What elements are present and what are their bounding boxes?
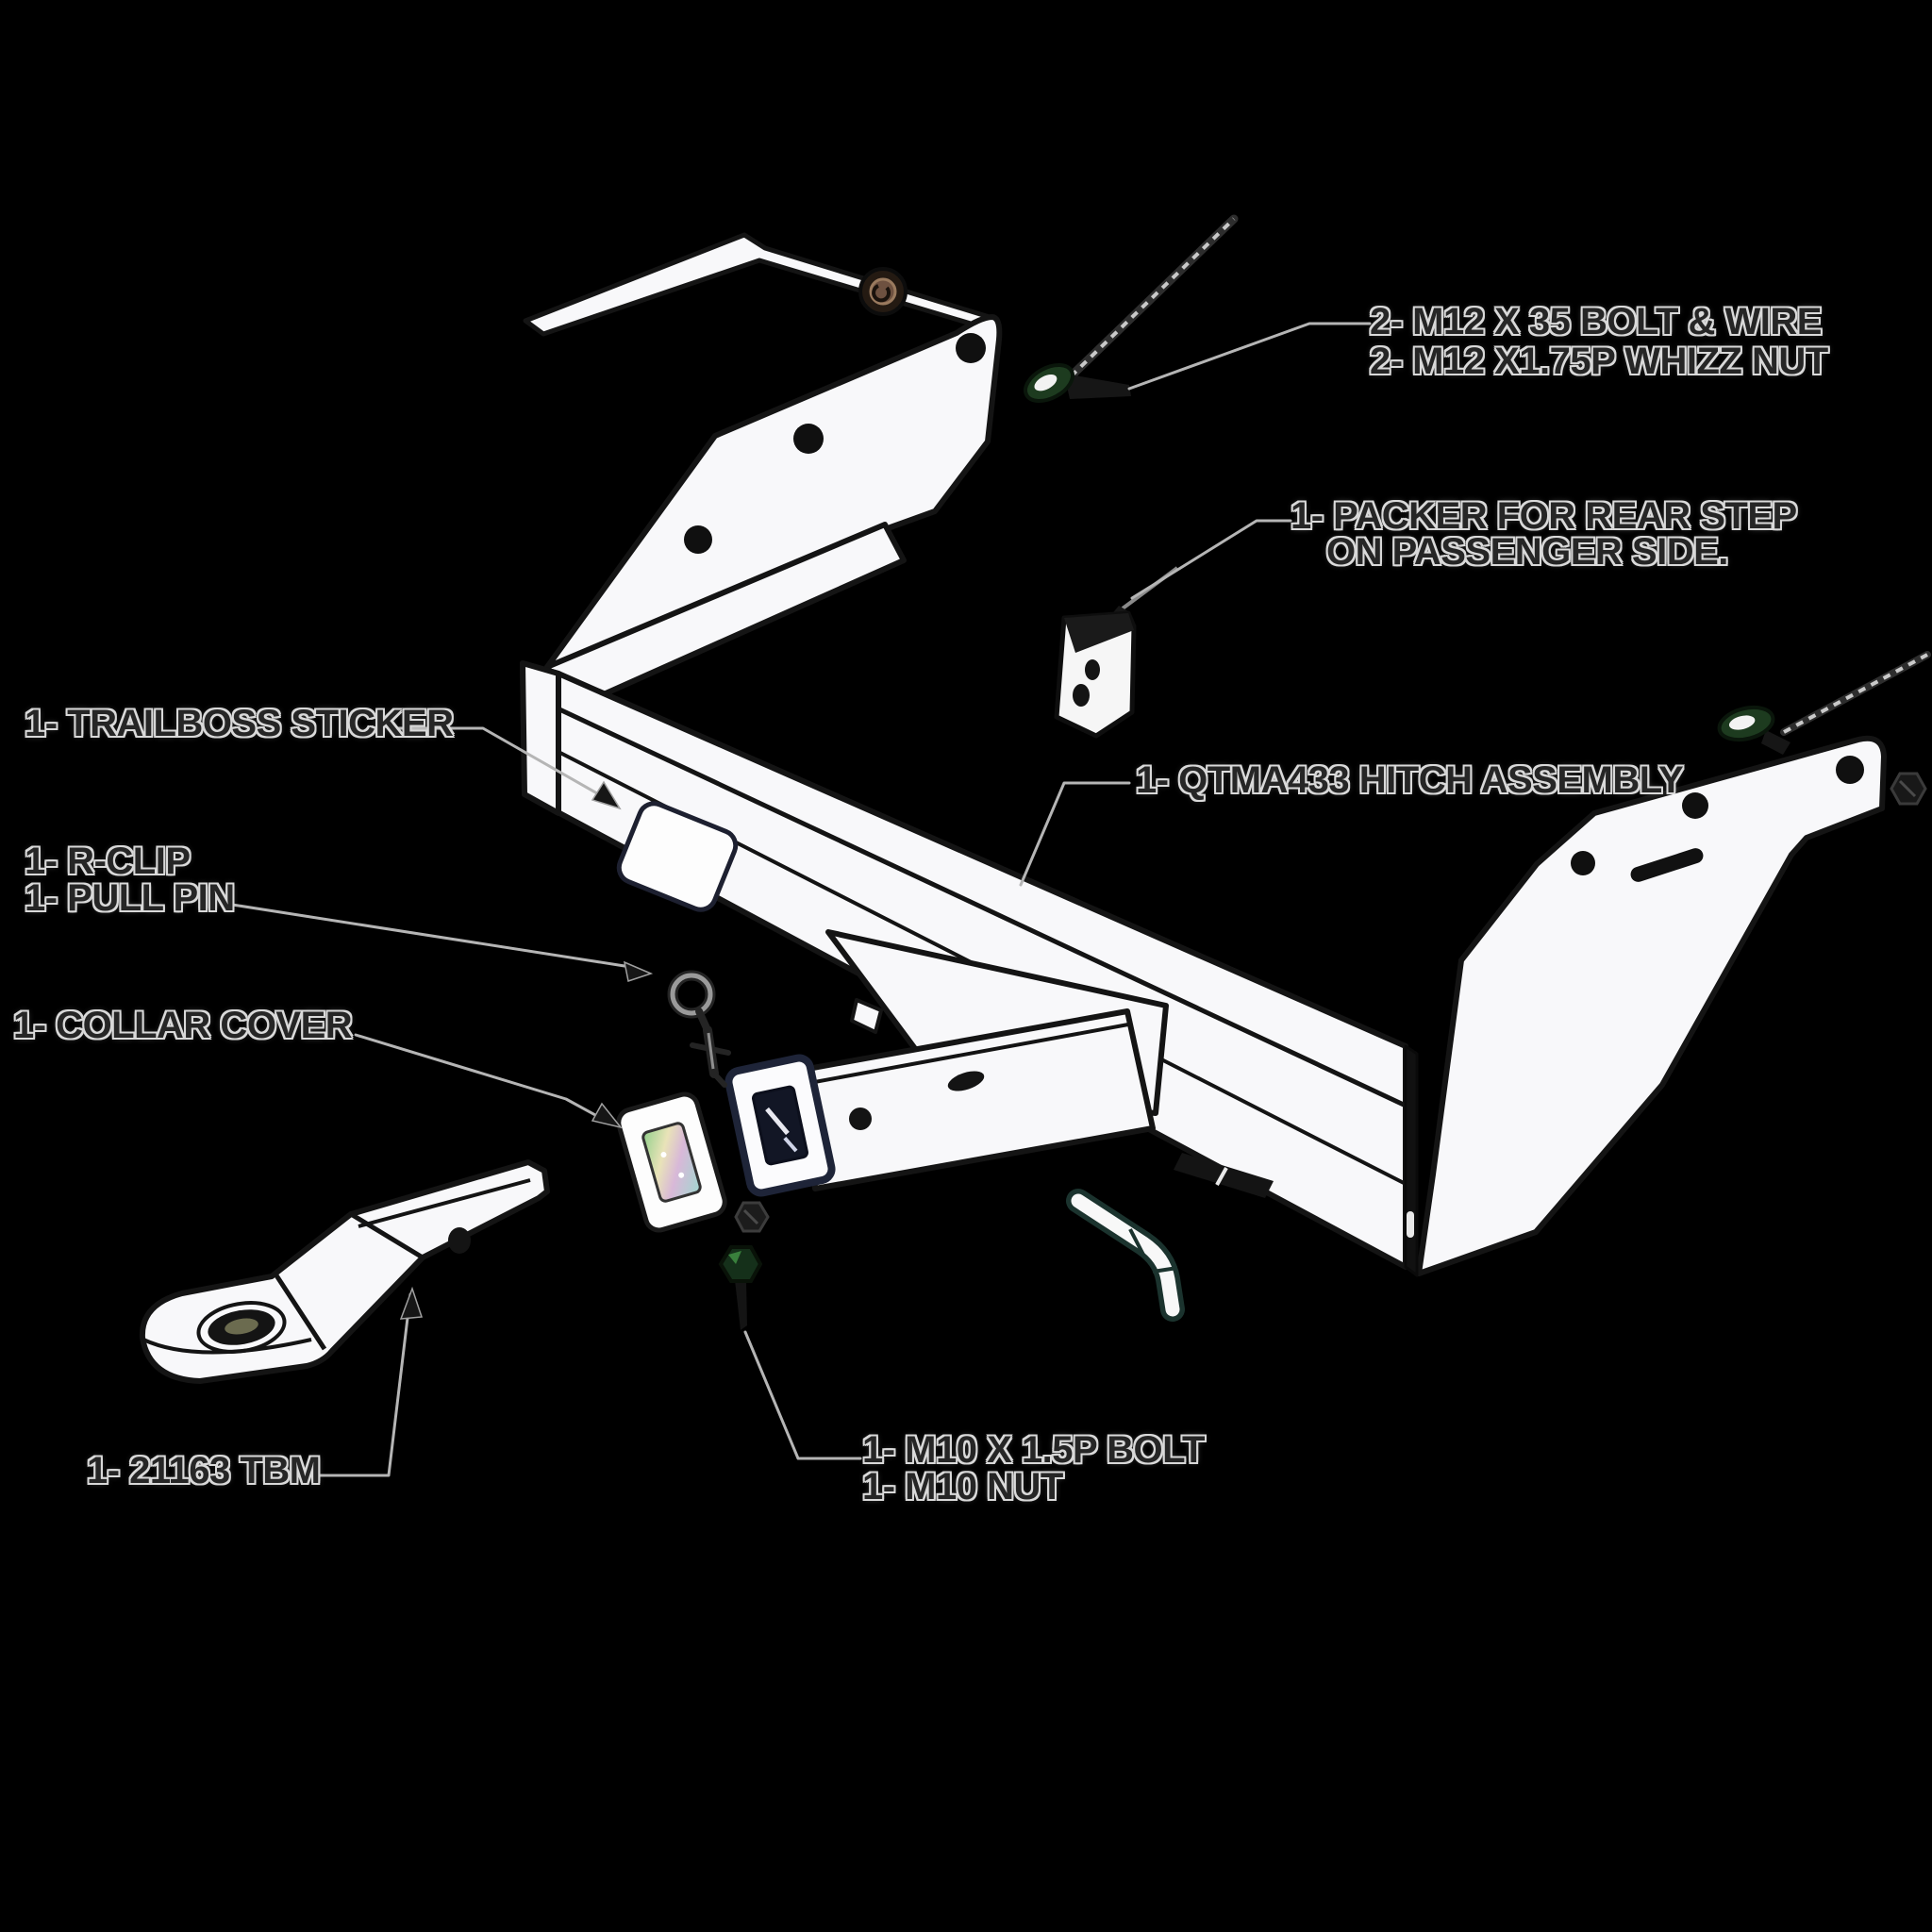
- packer-bracket: [1054, 566, 1179, 739]
- bar-left-end-face: [520, 660, 561, 816]
- plate-hole: [793, 424, 824, 454]
- receiver-tube-body: [805, 1008, 1156, 1191]
- label-m10-bolt-nut: 1- M10 X 1.5P BOLT 1- M10 NUT: [862, 1429, 1205, 1507]
- shank-hole: [448, 1227, 471, 1254]
- shank-face-line: [358, 1178, 531, 1228]
- label-line: 1- R-CLIP: [25, 841, 191, 882]
- tongue-boss: [196, 1301, 287, 1354]
- label-line: 1- 21163 TBM: [87, 1450, 321, 1491]
- plate-hole: [684, 525, 712, 554]
- label-packer: 1- PACKER FOR REAR STEP ON PASSENGER SID…: [1291, 495, 1797, 573]
- arrow-trailboss: [591, 780, 622, 810]
- m12-bolt-right: [1717, 651, 1931, 755]
- arrow-tbm: [399, 1286, 424, 1320]
- m10-bolt: [718, 1245, 763, 1330]
- tongue-edge-line: [142, 1338, 312, 1355]
- leader-m10: [743, 1330, 862, 1460]
- tube-top-edge: [808, 1023, 1129, 1085]
- label-trailboss-sticker: 1- TRAILBOSS STICKER: [25, 703, 454, 744]
- label-collar-cover: 1- COLLAR COVER: [13, 1005, 353, 1046]
- bolt-wire: [1780, 651, 1931, 736]
- bar-bottom-slot-highlight: [1215, 1167, 1228, 1186]
- pull-pin-and-r-clip: [667, 970, 731, 1088]
- label-line: 1- M10 X 1.5P BOLT: [862, 1429, 1205, 1471]
- plate-slot: [1630, 848, 1704, 882]
- leader-m12: [1127, 322, 1372, 391]
- leader-trailboss: [390, 726, 606, 799]
- label-line: ON PASSENGER SIDE.: [1326, 531, 1728, 573]
- arrow-rclip: [623, 960, 654, 982]
- m10-bolt-glint: [728, 1251, 741, 1264]
- plate-hole: [1571, 851, 1595, 875]
- bar-right-end-face: [1404, 1044, 1419, 1277]
- bolt-tip: [1064, 374, 1131, 399]
- m10-bolt-shaft: [735, 1280, 747, 1330]
- side-plate-right-face: [1416, 735, 1887, 1276]
- label-line: 2- M12 X 35 BOLT & WIRE: [1370, 301, 1822, 342]
- m10-nut: [734, 1201, 770, 1233]
- label-line: 1- PULL PIN: [25, 877, 235, 919]
- ball-mount-crease: [274, 1274, 327, 1351]
- ball-mount: [139, 1159, 550, 1384]
- leader-packer: [1130, 519, 1292, 600]
- label-hitch-assembly: 1- QTMA433 HITCH ASSEMBLY: [1136, 759, 1684, 801]
- bar-edge-line: [556, 706, 1407, 1108]
- hex-nut-top: [858, 267, 908, 316]
- tongue-hole-inner: [225, 1318, 258, 1335]
- label-line: 1- PACKER FOR REAR STEP: [1291, 495, 1797, 537]
- leader-qtma: [1019, 781, 1131, 887]
- packer-hole: [1073, 684, 1090, 707]
- bolt-tip: [1761, 730, 1790, 755]
- sticker-location: [616, 801, 739, 912]
- bar-end-slot: [1407, 1211, 1414, 1238]
- leader-rclip: [225, 902, 626, 968]
- packer-hole: [1085, 659, 1100, 680]
- side-plate-left-top-flange: [523, 232, 995, 337]
- label-line: 1- TRAILBOSS STICKER: [25, 703, 454, 744]
- side-plate-left-face: [544, 314, 1003, 670]
- label-line: 2- M12 X1.75P WHIZZ NUT: [1370, 341, 1828, 382]
- label-line: 1- COLLAR COVER: [13, 1005, 353, 1046]
- label-ball-mount: 1- 21163 TBM: [87, 1450, 321, 1491]
- arrow-collar: [591, 1102, 623, 1129]
- label-line: 1- M10 NUT: [862, 1466, 1063, 1507]
- plate-hole: [956, 333, 986, 363]
- collar-cover: [616, 1091, 727, 1233]
- side-plate-right: [1416, 735, 1887, 1276]
- label-line: 1- QTMA433 HITCH ASSEMBLY: [1136, 759, 1684, 801]
- leader-arrowheads: [399, 780, 654, 1320]
- leader-collar: [354, 1033, 608, 1123]
- ball-mount-body: [139, 1159, 550, 1384]
- hex-nut-right: [1890, 772, 1927, 806]
- plate-hole: [1682, 792, 1708, 819]
- m12-bolt-top: [1024, 214, 1239, 403]
- side-plate-left: [523, 232, 1003, 712]
- bent-pin: [1066, 1189, 1185, 1322]
- bolt-wire-stripes: [1069, 217, 1236, 378]
- leader-lines: [225, 322, 1372, 1477]
- plate-hole: [1836, 756, 1864, 784]
- label-r-clip-pull-pin: 1- R-CLIP 1- PULL PIN: [25, 841, 235, 919]
- heel-slot: [947, 1071, 985, 1091]
- leader-tbm: [317, 1292, 412, 1477]
- bar-tab: [850, 998, 883, 1034]
- label-m12-bolt-wire: 2- M12 X 35 BOLT & WIRE 2- M12 X1.75P WH…: [1370, 302, 1828, 381]
- packer-top-edge: [1064, 613, 1134, 653]
- ball-mount-crease: [349, 1211, 425, 1260]
- tube-pin-hole: [849, 1108, 872, 1130]
- receiver-flange: [724, 1054, 836, 1197]
- receiver-tube: [805, 1008, 1156, 1191]
